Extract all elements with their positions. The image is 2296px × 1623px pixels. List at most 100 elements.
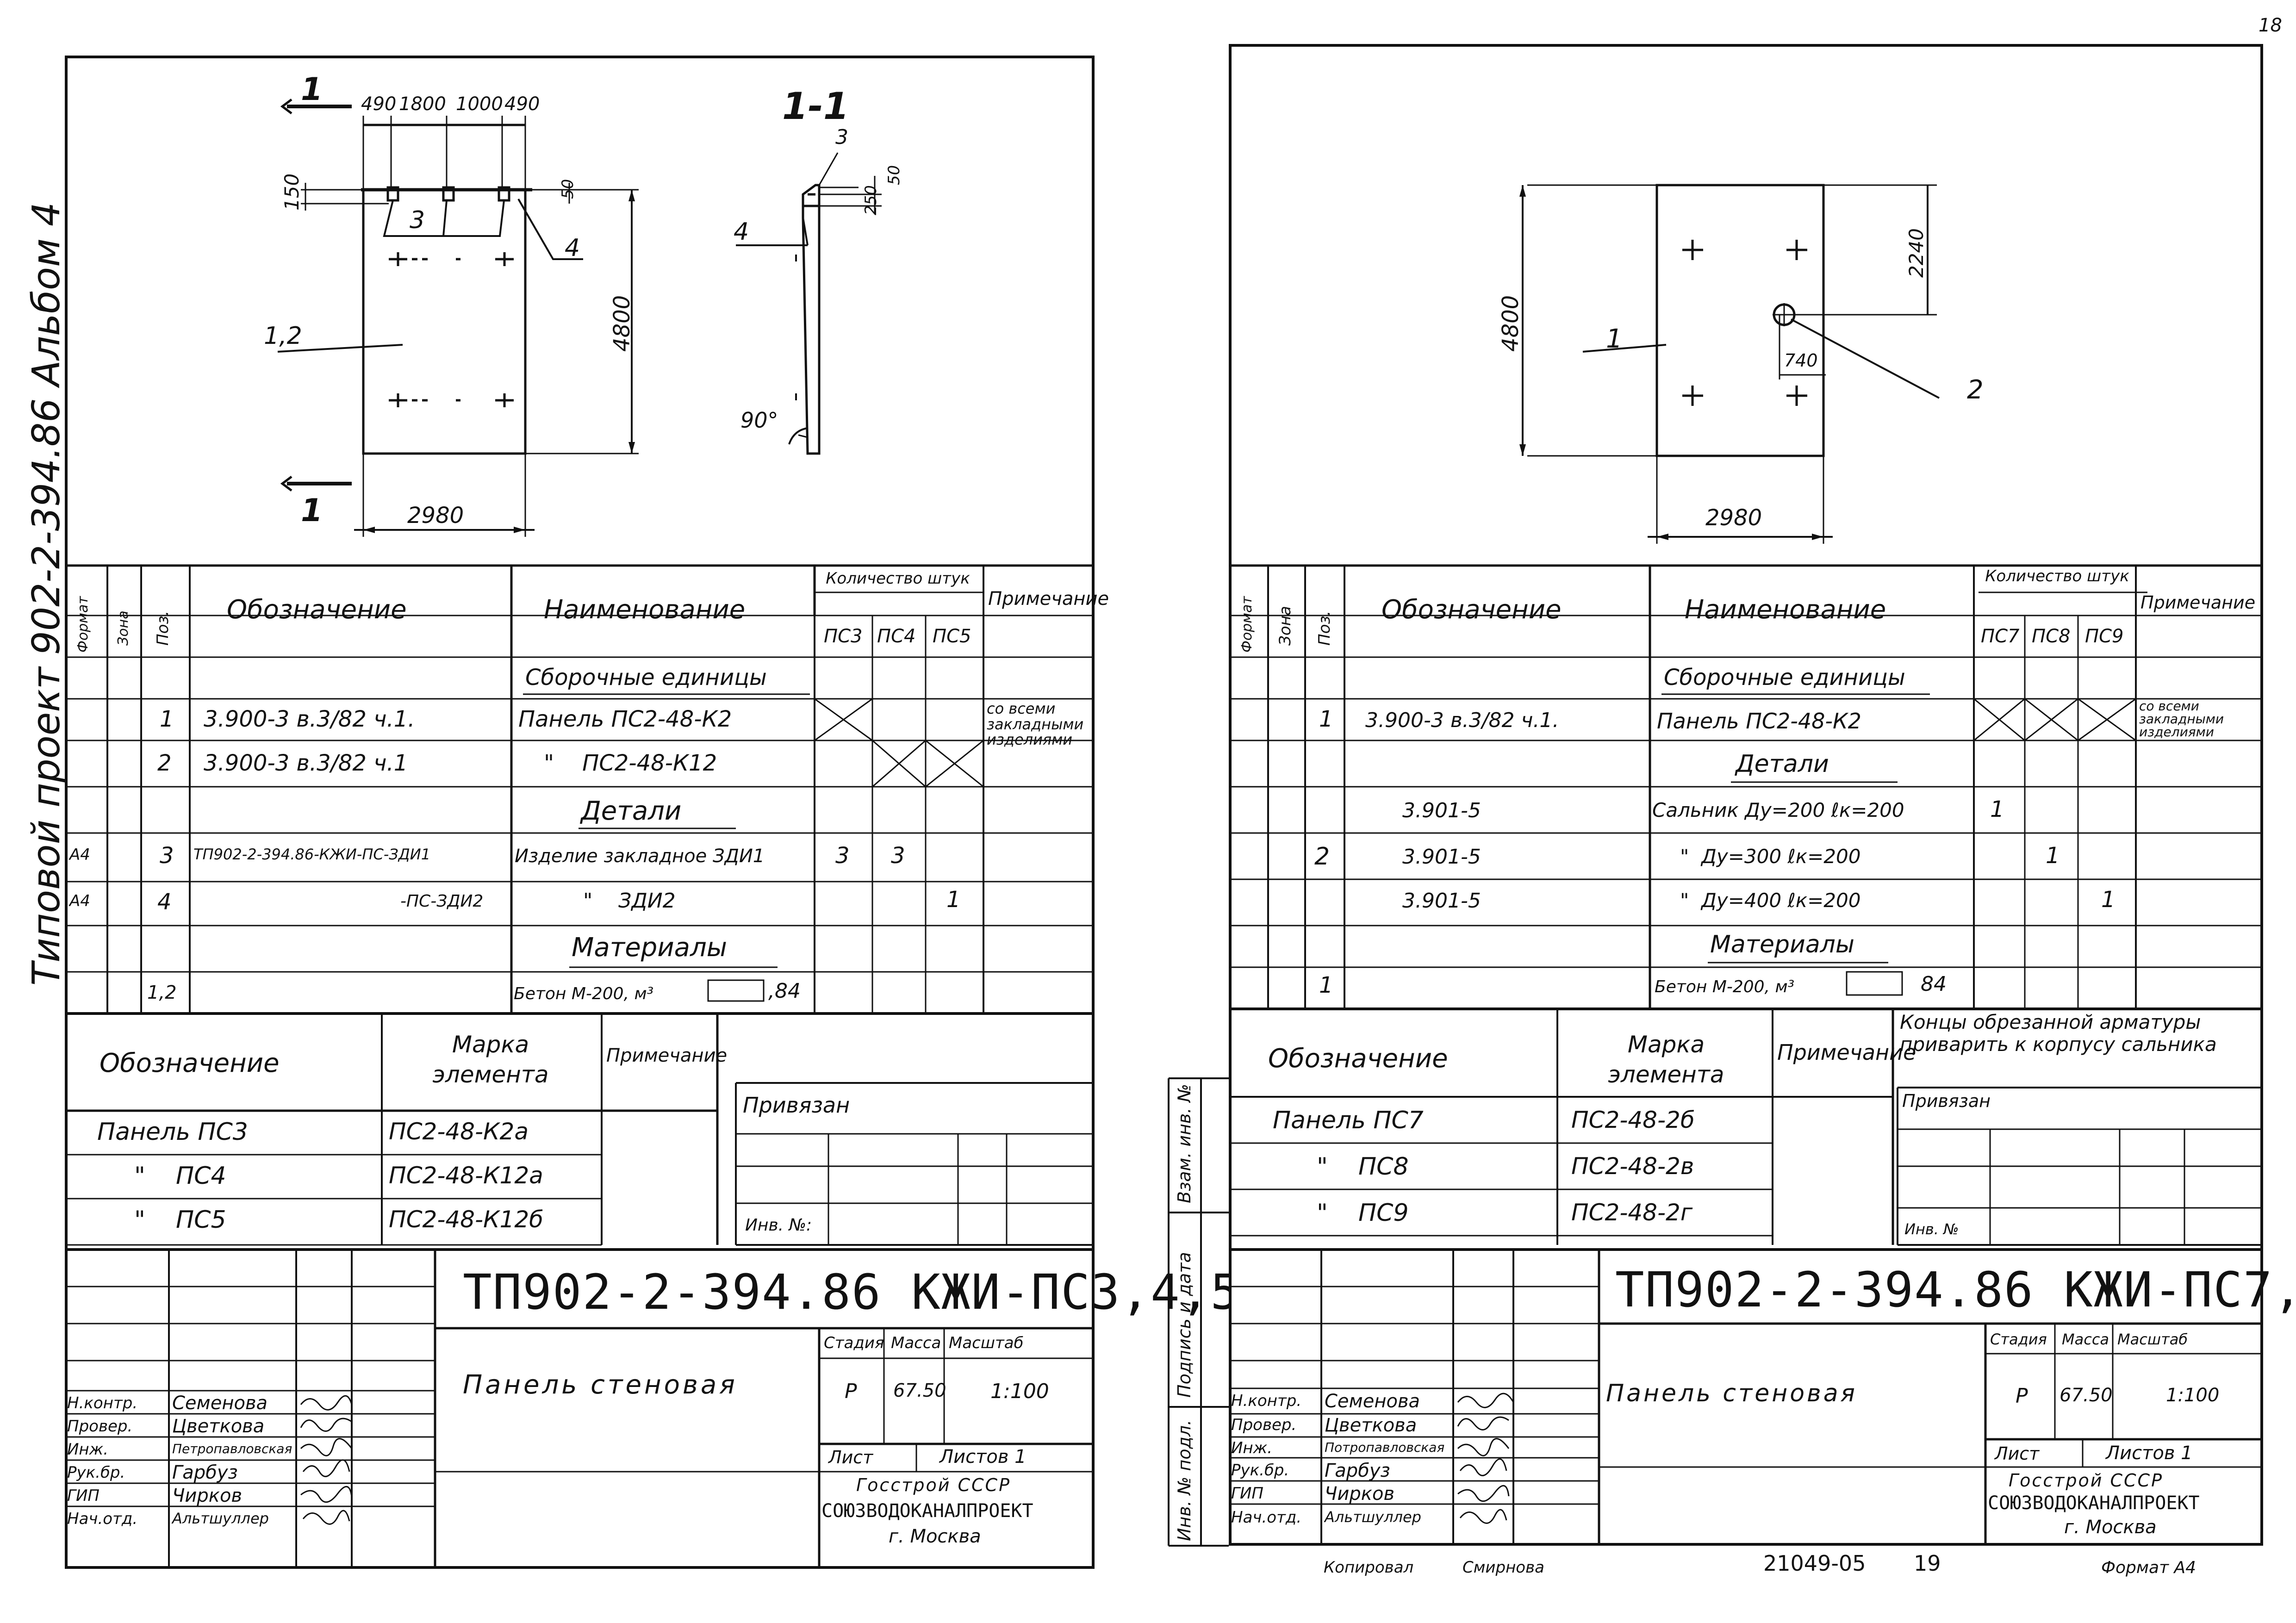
right-row5-name: Бетон М-200, м³ bbox=[1655, 977, 1795, 996]
left-spec-header-note: Примечание bbox=[988, 588, 1109, 609]
left-marks-row1-mark: ПС2-48-К2а bbox=[389, 1118, 529, 1145]
right-dim-740: 740 bbox=[1784, 350, 1818, 371]
right-marks-header-mark: Марка элемента bbox=[1608, 1031, 1724, 1088]
right-org-3: г. Москва bbox=[2064, 1517, 2157, 1538]
left-spec-header-qty: Количество штук bbox=[826, 569, 970, 588]
left-marks-header-mark: Марка элемента bbox=[432, 1031, 549, 1088]
left-signer-name-5: Чирков bbox=[172, 1485, 243, 1506]
left-section-mark-bottom: 1 bbox=[301, 492, 323, 529]
left-signer-name-3: Петропавловская bbox=[172, 1441, 292, 1456]
right-row1-pos: 1 bbox=[1319, 706, 1333, 732]
left-callout-4: 4 bbox=[565, 234, 580, 262]
left-spec-header-designation: Обозначение bbox=[227, 595, 407, 625]
left-mass: 67.50 bbox=[893, 1380, 946, 1401]
right-org-2: СОЮЗВОДОКАНАЛПРОЕКТ bbox=[1988, 1492, 2200, 1514]
left-org-2: СОЮЗВОДОКАНАЛПРОЕКТ bbox=[821, 1500, 1033, 1522]
left-section-mark-top: 1 bbox=[301, 71, 323, 108]
left-marks-header-note: Примечание bbox=[606, 1045, 728, 1066]
left-document-code: ТП902-2-394.86 КЖИ-ПС3,4,5 bbox=[463, 1264, 1240, 1320]
archive-number: 21049-05 bbox=[1763, 1551, 1866, 1576]
left-section-callout-3: 3 bbox=[835, 125, 848, 149]
right-marks-row3-mark: ПС2-48-2г bbox=[1571, 1199, 1693, 1226]
right-signer-role-2: Провер. bbox=[1231, 1416, 1297, 1434]
left-marks-row2-mark: ПС2-48-К12а bbox=[389, 1162, 543, 1189]
right-marks-row1-designation: Панель ПС7 bbox=[1273, 1107, 1424, 1134]
right-marks-row2-mark: ПС2-48-2в bbox=[1571, 1153, 1694, 1180]
right-signer-role-6: Нач.отд. bbox=[1231, 1508, 1302, 1527]
right-section-assembly: Сборочные единицы bbox=[1664, 665, 1905, 690]
left-row5-pos: 1,2 bbox=[147, 982, 177, 1003]
right-marks-row3-designation: " ПС9 bbox=[1317, 1199, 1409, 1227]
left-dim-top-4: 490 bbox=[504, 93, 540, 115]
left-dim-top-2: 1800 bbox=[399, 93, 446, 115]
right-row3-designation: 3.901-5 bbox=[1402, 845, 1481, 869]
right-sheets-label: Листов 1 bbox=[2106, 1443, 2193, 1464]
right-signer-name-5: Чирков bbox=[1325, 1483, 1395, 1505]
right-object-name: Панель стеновая bbox=[1606, 1380, 1857, 1407]
left-row4-name: " ЗДИ2 bbox=[583, 889, 676, 913]
right-sheet-label: Лист bbox=[1995, 1443, 2040, 1464]
right-row2-designation: 3.901-5 bbox=[1402, 799, 1481, 822]
right-row3-name: " Ду=300 ℓк=200 bbox=[1680, 845, 1861, 868]
right-privyazan: Привязан bbox=[1902, 1091, 1991, 1111]
left-section-title: 1-1 bbox=[782, 85, 849, 128]
left-row3-q1: 3 bbox=[835, 843, 850, 869]
right-signer-role-1: Н.контр. bbox=[1231, 1392, 1302, 1410]
left-callout-12: 1,2 bbox=[264, 322, 302, 350]
left-signer-role-5: ГИП bbox=[67, 1486, 100, 1505]
right-spec-header-qty: Количество штук bbox=[1985, 567, 2129, 585]
copy-note: Копировал bbox=[1324, 1558, 1414, 1577]
archive-page: 19 bbox=[1914, 1551, 1941, 1576]
right-spec-header-note: Примечание bbox=[2140, 592, 2256, 613]
right-dim-2980: 2980 bbox=[1705, 505, 1762, 531]
right-signer-name-2: Цветкова bbox=[1325, 1415, 1417, 1436]
left-row4-q3: 1 bbox=[946, 887, 961, 913]
left-section-assembly: Сборочные единицы bbox=[525, 665, 767, 690]
left-dim-top-1: 490 bbox=[361, 93, 397, 115]
right-inv-label: Инв. № bbox=[1904, 1220, 1959, 1238]
right-note-text: Концы обрезанной арматуры приварить к ко… bbox=[1900, 1011, 2217, 1056]
left-sheet-label: Лист bbox=[828, 1447, 873, 1468]
left-section-materials: Материалы bbox=[572, 933, 727, 963]
left-row2-designation: 3.900-3 в.3/82 ч.1 bbox=[204, 750, 408, 776]
page-number: 18 bbox=[2259, 15, 2282, 36]
right-sheet bbox=[1229, 44, 2263, 1546]
left-qty-col-3: ПС5 bbox=[933, 626, 971, 647]
right-row2-name: Сальник Ду=200 ℓк=200 bbox=[1652, 799, 1904, 821]
left-marks-row3-designation: " ПС5 bbox=[134, 1206, 226, 1234]
right-spec-header-designation: Обозначение bbox=[1381, 595, 1562, 625]
left-signer-role-2: Провер. bbox=[67, 1417, 133, 1436]
right-marks-row1-mark: ПС2-48-2б bbox=[1571, 1107, 1695, 1133]
right-spec-header-name: Наименование bbox=[1685, 595, 1886, 625]
left-signer-name-4: Гарбуз bbox=[172, 1462, 238, 1483]
right-stage-label: Стадия bbox=[1990, 1331, 2047, 1348]
left-row3-name: Изделие закладное ЗДИ1 bbox=[515, 846, 765, 867]
left-marks-row3-mark: ПС2-48-К12б bbox=[389, 1206, 543, 1233]
left-org-1: Госстрой СССР bbox=[856, 1475, 1011, 1495]
right-scale: 1:100 bbox=[2166, 1385, 2220, 1406]
right-signer-name-3: Потропавловская bbox=[1325, 1440, 1445, 1455]
right-row4-q3: 1 bbox=[2101, 887, 2116, 913]
left-sheets-label: Листов 1 bbox=[940, 1446, 1027, 1468]
left-row3-format: А4 bbox=[69, 846, 90, 864]
left-row1-note: со всеми закладными изделиями bbox=[987, 700, 1084, 749]
left-row1-name: Панель ПС2-48-К2 bbox=[518, 706, 732, 732]
left-marks-header-designation: Обозначение bbox=[100, 1048, 280, 1078]
left-stage-label: Стадия bbox=[824, 1334, 884, 1352]
left-privyazan: Привязан bbox=[743, 1093, 850, 1118]
right-qty-col-2: ПС8 bbox=[2032, 626, 2071, 647]
left-stage: Р bbox=[845, 1380, 857, 1403]
left-signer-role-3: Инж. bbox=[67, 1440, 109, 1459]
right-mass-label: Масса bbox=[2062, 1331, 2109, 1348]
left-dim-top-3: 1000 bbox=[456, 93, 503, 115]
right-callout-2: 2 bbox=[1967, 375, 1984, 405]
left-marks-row1-designation: Панель ПС3 bbox=[97, 1118, 248, 1146]
left-row1-pos: 1 bbox=[160, 706, 174, 732]
left-scale-label: Масштаб bbox=[949, 1334, 1024, 1352]
left-row2-name: " ПС2-48-К12 bbox=[544, 750, 717, 776]
right-section-materials: Материалы bbox=[1710, 931, 1854, 958]
left-marks-row2-designation: " ПС4 bbox=[134, 1162, 226, 1190]
